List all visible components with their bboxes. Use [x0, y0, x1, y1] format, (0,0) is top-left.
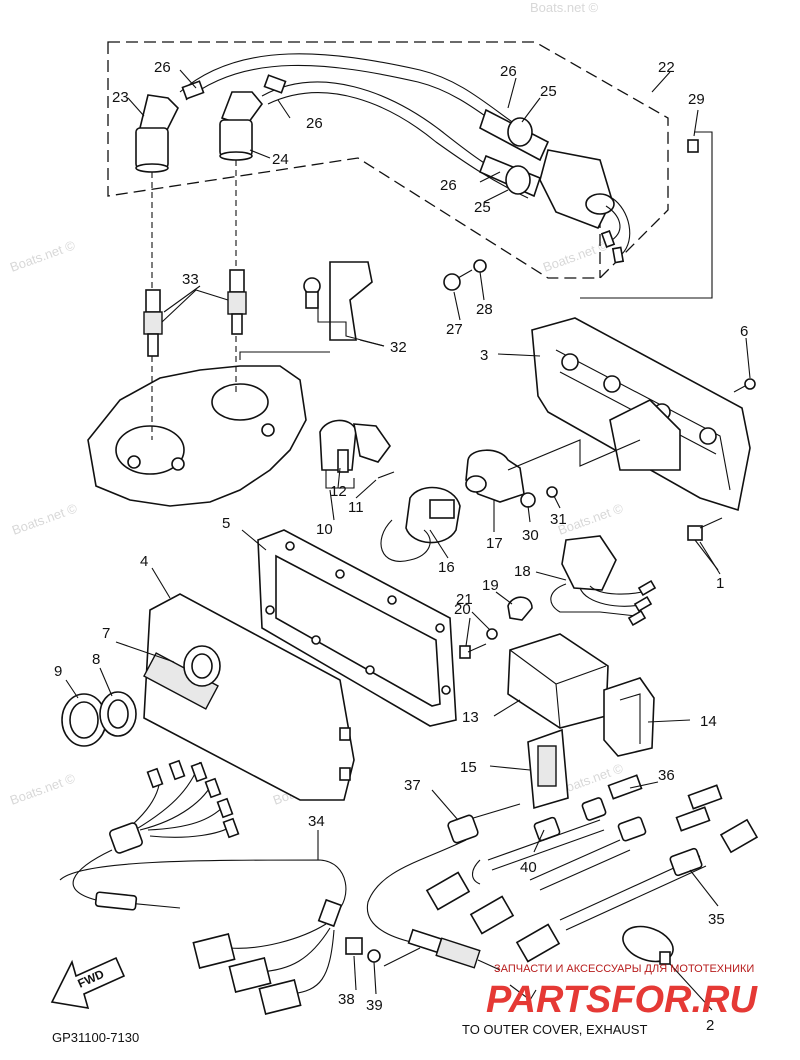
callout-4: 4: [140, 553, 148, 570]
callout-26: 26: [500, 63, 517, 80]
store-tagline: ЗАПЧАСТИ И АКСЕССУАРЫ ДЛЯ МОТОТЕХНИКИ: [494, 963, 754, 975]
callout-1: 1: [716, 575, 724, 592]
callout-26: 26: [154, 59, 171, 76]
electrical-box-base: [531, 317, 756, 512]
watermark-text: Boats.net ©: [8, 770, 78, 808]
callout-23: 23: [112, 89, 129, 106]
callout-26: 26: [440, 177, 457, 194]
callout-10: 10: [316, 521, 333, 538]
watermark-text: Boats.net ©: [8, 237, 78, 275]
callout-27: 27: [446, 321, 463, 338]
spark-plug-caps: [135, 91, 264, 173]
bottom-note: TO OUTER COVER, EXHAUST: [462, 1022, 647, 1037]
cdi-unit: [507, 633, 609, 729]
callout-21: 21: [456, 591, 473, 608]
coil-assembly-dashed-outline: [107, 41, 669, 279]
cylinder-head: [87, 336, 307, 507]
bolt-and-washer: [443, 259, 487, 291]
callout-18: 18: [514, 563, 531, 580]
callout-20: 20: [454, 601, 471, 618]
cap-and-o-ring: [61, 691, 137, 747]
callout-19: 19: [482, 577, 499, 594]
callout-36: 36: [658, 767, 675, 784]
clamp-and-screws: [459, 596, 533, 659]
pin: [687, 139, 699, 153]
callout-17: 17: [486, 535, 503, 552]
spark-plugs: [143, 160, 247, 357]
callout-labels: 26 23 26 24 26 25 22 29 26 25 27 28 3 6 …: [54, 59, 748, 1034]
callout-33: 33: [182, 271, 199, 288]
watermark-text: Boats.net ©: [10, 500, 80, 538]
callout-35: 35: [708, 911, 725, 928]
rectifier-regulator-17: [465, 439, 641, 508]
callout-40: 40: [520, 859, 537, 876]
forward-arrow-icon: FWD: [50, 956, 126, 1009]
callout-8: 8: [92, 651, 100, 668]
callout-9: 9: [54, 663, 62, 680]
callout-39: 39: [366, 997, 383, 1014]
callout-13: 13: [462, 709, 479, 726]
callout-24: 24: [272, 151, 289, 168]
callout-26: 26: [306, 115, 323, 132]
callout-34: 34: [308, 813, 325, 830]
callout-6: 6: [740, 323, 748, 340]
watermark-text: Boats.net ©: [530, 0, 599, 15]
callout-7: 7: [102, 625, 110, 642]
callout-32: 32: [390, 339, 407, 356]
callout-3: 3: [480, 347, 488, 364]
callout-25: 25: [540, 83, 557, 100]
electrical-box-cover: [143, 593, 355, 801]
callout-11: 11: [348, 499, 364, 516]
fuse-holder: [319, 419, 395, 489]
store-logo: PARTSFOR.RU: [486, 979, 758, 1021]
bolt: [687, 517, 723, 571]
callout-14: 14: [700, 713, 717, 730]
bolt-38-39: [345, 937, 381, 963]
pulser-coil: [550, 535, 657, 627]
callout-37: 37: [404, 777, 421, 794]
callout-2: 2: [706, 1017, 714, 1034]
ignition-coil: [478, 108, 631, 264]
callout-31: 31: [550, 511, 567, 528]
diagram-code: GP31100-7130: [52, 1030, 139, 1045]
callout-15: 15: [460, 759, 477, 776]
starter-relay: [380, 486, 461, 562]
callout-22: 22: [658, 59, 675, 76]
leader-29: [580, 131, 713, 299]
wire-harness-34: [59, 859, 347, 1015]
mounting-brackets: [527, 677, 655, 810]
callout-29: 29: [688, 91, 705, 108]
wire-harness-left: [72, 759, 240, 911]
bracket: [239, 261, 385, 360]
callout-25: 25: [474, 199, 491, 216]
callout-16: 16: [438, 559, 455, 576]
callout-12: 12: [330, 483, 347, 500]
store-banner: ЗАПЧАСТИ И АКСЕССУАРЫ ДЛЯ МОТОТЕХНИКИ PA…: [486, 963, 758, 1021]
leader-lines: [65, 69, 751, 1011]
callout-38: 38: [338, 991, 355, 1008]
callout-5: 5: [222, 515, 230, 532]
gasket: [257, 529, 457, 727]
wire-harness-right: [366, 774, 759, 971]
callout-28: 28: [476, 301, 493, 318]
callout-30: 30: [522, 527, 539, 544]
hose-clamp: [622, 925, 674, 965]
